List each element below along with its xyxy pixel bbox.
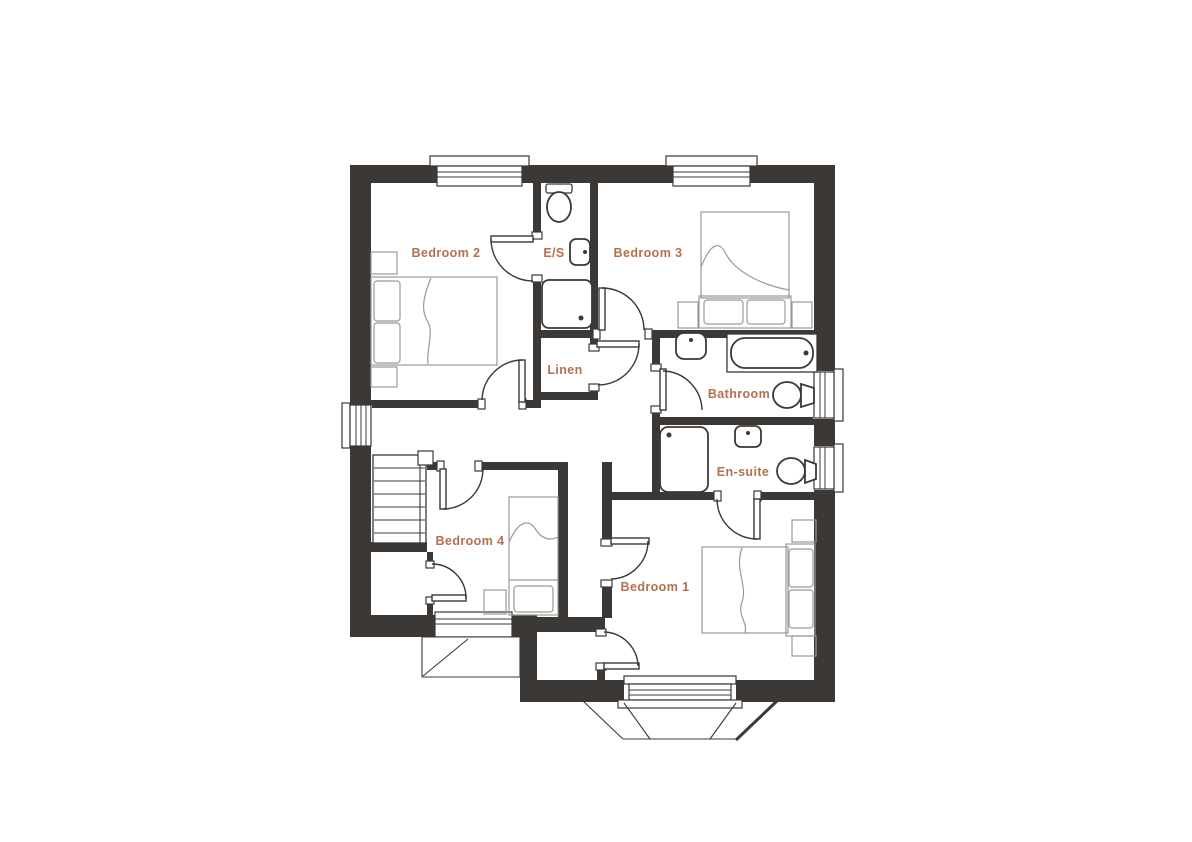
double-bed [698,211,792,329]
pillow [373,322,401,364]
staircase [372,450,434,544]
bedroom3-furniture [677,211,813,329]
ensuite-fixtures [659,425,817,493]
porch-canopy [421,636,521,678]
washbasin-icon [569,238,591,266]
toilet-icon [776,457,817,485]
pillow [513,585,554,613]
bedside-table [370,366,398,388]
door-stair-cupboard [431,563,467,602]
door-linen [596,340,640,386]
bedroom1-furniture [701,519,817,657]
room-label-linen: Linen [547,363,582,377]
bedroom2-furniture [370,251,498,388]
bedside-table [791,635,817,657]
bathroom-fixtures [675,332,818,409]
pillow [788,589,814,629]
bedside-table [677,301,699,329]
bedside-table [791,519,817,543]
room-label-bedroom4: Bedroom 4 [436,534,505,548]
pillow [703,299,744,325]
pillow [373,280,401,322]
door-bedroom4 [439,468,484,510]
window-ensuite-right [813,443,844,493]
room-label-es: E/S [543,246,564,260]
door-bedroom1-cupboard [603,631,640,670]
window-bathroom-right [813,368,844,422]
shower-icon [541,279,593,329]
window-bedroom2-top [429,155,530,188]
washbasin-icon [675,332,707,360]
bedside-table [370,251,398,275]
room-label-bedroom3: Bedroom 3 [614,246,683,260]
bedside-table [483,589,507,615]
window-bedroom3-top [665,155,758,188]
room-label-bedroom1: Bedroom 1 [621,580,690,594]
room-label-ensuite: En-suite [717,465,770,479]
door-bedroom1 [610,537,650,580]
door-ensuite [716,498,761,540]
pillow [788,548,814,588]
toilet-icon [545,183,573,223]
shower-icon [659,426,709,493]
pillow [746,299,786,325]
door-bedroom2 [481,359,526,403]
es-fixtures [541,183,593,329]
washbasin-icon [734,425,762,448]
bay-window-canopy [582,698,780,742]
double-bed [701,543,816,637]
door-bathroom [659,368,703,411]
room-label-bathroom: Bathroom [708,387,770,401]
bedside-table [791,301,813,329]
door-es [490,235,534,282]
door-jambs [425,231,762,671]
toilet-icon [772,381,815,409]
window-landing-left [341,402,372,449]
newel-post [417,450,434,466]
bedroom4-furniture [483,496,559,616]
room-label-bedroom2: Bedroom 2 [412,246,481,260]
window-bedroom1-bay [617,675,743,709]
bathtub-icon [726,333,818,373]
double-bed [370,276,498,366]
single-bed [508,496,559,616]
door-bedroom3 [598,287,645,331]
